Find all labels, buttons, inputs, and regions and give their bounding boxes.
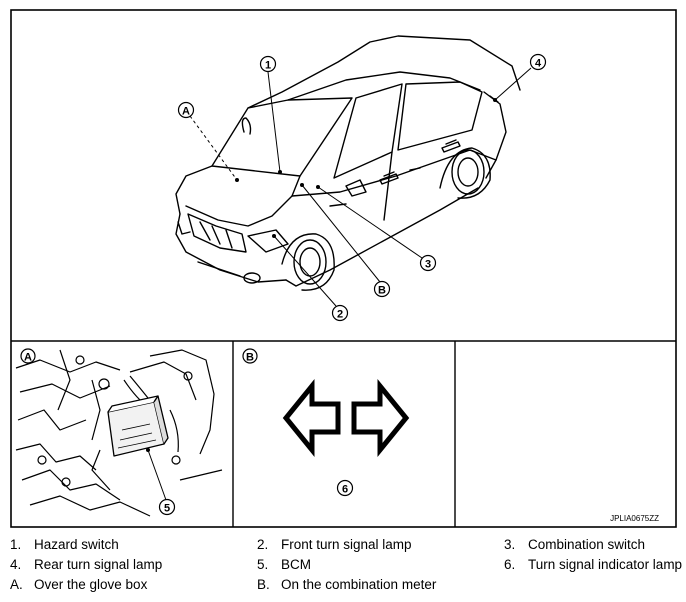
callout-1: 1 [259, 55, 277, 73]
svg-text:4: 4 [535, 58, 542, 70]
svg-text:2: 2 [337, 309, 343, 321]
svg-text:1: 1 [265, 60, 271, 72]
legend-item-number: 1. [10, 537, 22, 552]
callout-6: 6 [336, 479, 354, 497]
svg-text:A: A [182, 106, 190, 118]
svg-text:5: 5 [164, 503, 170, 515]
legend-item-text: Rear turn signal lamp [34, 557, 163, 572]
component-location-figure: 1 A 4 3 B 2 [10, 9, 677, 528]
legend-item-text: Front turn signal lamp [281, 537, 412, 552]
leader-lines [189, 67, 532, 307]
callout-4: 4 [529, 53, 547, 71]
legend-item-number: A. [10, 577, 23, 592]
callout-B: B [373, 280, 391, 298]
right-turn-arrow-icon [351, 378, 410, 458]
legend-item-number: B. [257, 577, 270, 592]
legend-item-number: 5. [257, 557, 269, 572]
figure-frame [10, 9, 677, 528]
svg-text:6: 6 [342, 484, 348, 496]
legend-item-number: 3. [504, 537, 516, 552]
callout-2: 2 [331, 304, 349, 322]
legend-item-text: BCM [281, 557, 311, 572]
vehicle-illustration [175, 35, 521, 291]
svg-text:A: A [24, 352, 32, 364]
callout-5: 5 [158, 498, 176, 516]
panel-a-illustration [15, 349, 223, 517]
legend-item-text: Combination switch [528, 537, 646, 552]
legend-item-number: 6. [504, 557, 516, 572]
bcm-unit [107, 395, 169, 457]
callout-A-panel: A [20, 348, 36, 364]
legend-item-text: On the combination meter [281, 577, 437, 592]
legend-item-text: Hazard switch [34, 537, 119, 552]
svg-text:3: 3 [425, 259, 431, 271]
figure-code: JPLIA0675ZZ [610, 514, 659, 523]
legend-item-number: 2. [257, 537, 269, 552]
callout-B-panel: B [242, 348, 258, 364]
svg-text:B: B [246, 352, 254, 364]
callout-A: A [177, 101, 195, 119]
svg-text:B: B [378, 285, 386, 297]
callout-3: 3 [419, 254, 437, 272]
left-turn-arrow-icon [282, 378, 341, 458]
legend-item-number: 4. [10, 557, 22, 572]
leader-5 [147, 449, 167, 501]
legend-item-text: Over the glove box [34, 577, 148, 592]
legend-item-text: Turn signal indicator lamp [528, 557, 683, 572]
